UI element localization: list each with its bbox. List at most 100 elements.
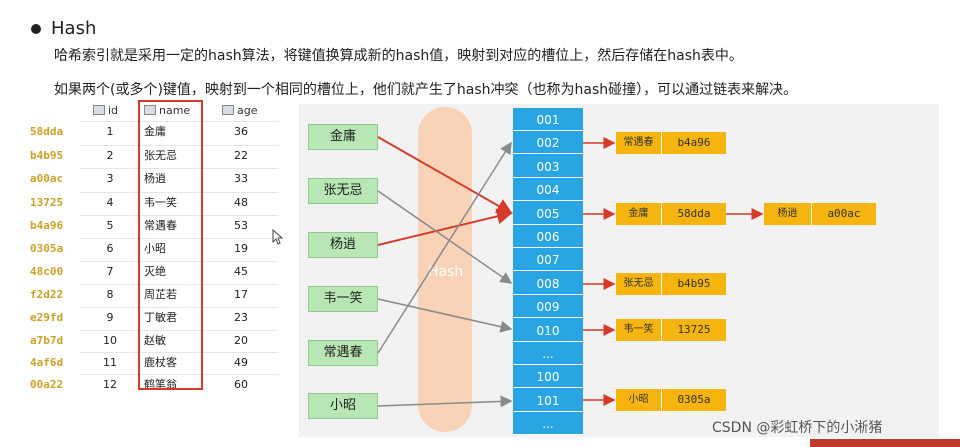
section-heading: Hash bbox=[51, 18, 97, 39]
paragraph-1: 哈希索引就是采用一定的hash算法，将键值换算成新的hash值，映射到对应的槽位… bbox=[54, 48, 743, 64]
table-row-divider bbox=[80, 168, 278, 169]
key-column-icon bbox=[93, 105, 105, 115]
name-cell: 杨逍 bbox=[144, 172, 166, 185]
name-cell: 韦一笑 bbox=[144, 196, 177, 209]
age-cell: 60 bbox=[234, 378, 248, 391]
age-cell: 53 bbox=[234, 219, 248, 232]
age-cell: 48 bbox=[234, 196, 248, 209]
hash-slot: 009 bbox=[513, 296, 583, 319]
hash-code: b4a96 bbox=[30, 219, 64, 232]
id-cell: 10 bbox=[103, 334, 117, 347]
age-cell: 45 bbox=[234, 265, 248, 278]
arrow-changyuchun-to-002 bbox=[377, 141, 512, 354]
hash-code: 00a22 bbox=[30, 378, 64, 391]
name-cell: 周芷若 bbox=[144, 288, 177, 301]
column-header-name[interactable]: name bbox=[144, 100, 190, 122]
id-cell: 1 bbox=[106, 125, 114, 138]
name-cell: 常遇春 bbox=[144, 219, 177, 232]
name-cell: 赵敏 bbox=[144, 334, 166, 347]
bucket-entry: 韦一笑 13725 bbox=[616, 319, 726, 341]
table-row-divider bbox=[80, 307, 278, 308]
key-box: 常遇春 bbox=[308, 340, 378, 366]
name-cell: 鹤笔翁 bbox=[144, 378, 177, 391]
column-icon bbox=[222, 105, 234, 115]
hash-slot: 001 bbox=[513, 109, 583, 131]
hash-slot: 002 bbox=[513, 132, 583, 155]
id-cell: 4 bbox=[106, 196, 114, 209]
age-cell: 49 bbox=[234, 356, 248, 369]
hash-code: 0305a bbox=[30, 242, 64, 255]
table-row-divider bbox=[80, 215, 278, 216]
hash-diagram-panel bbox=[299, 104, 939, 437]
id-cell: 3 bbox=[106, 172, 114, 185]
bullet-dot bbox=[31, 24, 41, 34]
corner-banner bbox=[810, 439, 960, 447]
name-cell: 灭绝 bbox=[144, 265, 166, 278]
hash-slot: 003 bbox=[513, 155, 583, 178]
table-row-divider bbox=[80, 192, 278, 193]
hash-code: 13725 bbox=[30, 196, 64, 209]
name-cell: 丁敏君 bbox=[144, 311, 177, 324]
arrow-jinyong-to-005 bbox=[377, 136, 513, 214]
hash-function-band bbox=[418, 107, 472, 432]
age-cell: 19 bbox=[234, 242, 248, 255]
bucket-entry-chained: 杨逍 a00ac bbox=[764, 203, 876, 225]
hash-code: e29fd bbox=[30, 311, 64, 324]
arrow-zhangwuji-to-008 bbox=[377, 190, 513, 284]
hash-function-label: Hash bbox=[428, 264, 464, 280]
key-box: 张无忌 bbox=[308, 178, 378, 204]
age-cell: 20 bbox=[234, 334, 248, 347]
age-cell: 36 bbox=[234, 125, 248, 138]
table-row-divider bbox=[80, 330, 278, 331]
bucket-entry: 常遇春 b4a96 bbox=[616, 132, 726, 154]
table-row-divider bbox=[80, 261, 278, 262]
key-box: 小昭 bbox=[308, 393, 378, 419]
name-cell: 小昭 bbox=[144, 242, 166, 255]
hash-slot: 007 bbox=[513, 249, 583, 272]
table-row-divider bbox=[80, 121, 278, 122]
hash-code: a7b7d bbox=[30, 334, 64, 347]
hash-slot: 008 bbox=[513, 272, 583, 295]
column-header-age[interactable]: age bbox=[222, 100, 258, 122]
id-cell: 12 bbox=[103, 378, 117, 391]
hash-slot: 101 bbox=[513, 389, 583, 412]
table-row-divider bbox=[80, 238, 278, 239]
name-cell: 张无忌 bbox=[144, 149, 177, 162]
id-cell: 9 bbox=[106, 311, 114, 324]
name-cell: 鹿杖客 bbox=[144, 356, 177, 369]
age-cell: 33 bbox=[234, 172, 248, 185]
table-row-divider bbox=[80, 284, 278, 285]
table-row-divider bbox=[80, 352, 278, 353]
table-row-divider bbox=[80, 145, 278, 146]
id-cell: 7 bbox=[106, 265, 114, 278]
arrow-yangxiao-to-005 bbox=[377, 208, 513, 246]
age-cell: 23 bbox=[234, 311, 248, 324]
key-box: 金庸 bbox=[308, 124, 378, 150]
bucket-entry: 小昭 0305a bbox=[616, 389, 726, 411]
table-row-divider bbox=[80, 374, 278, 375]
hash-code: b4b95 bbox=[30, 149, 64, 162]
name-cell: 金庸 bbox=[144, 125, 166, 138]
name-column-highlight bbox=[138, 100, 203, 390]
arrow-xiaozhao-to-101 bbox=[377, 395, 513, 408]
id-cell: 2 bbox=[106, 149, 114, 162]
hash-code: 48c00 bbox=[30, 265, 64, 278]
hash-slot: 006 bbox=[513, 226, 583, 248]
hash-code: a00ac bbox=[30, 172, 64, 185]
id-cell: 6 bbox=[106, 242, 114, 255]
hash-code: f2d22 bbox=[30, 288, 64, 301]
key-box: 韦一笑 bbox=[308, 286, 378, 312]
hash-code: 4af6d bbox=[30, 356, 64, 369]
bucket-entry: 张无忌 b4b95 bbox=[616, 273, 726, 295]
mouse-cursor-icon bbox=[272, 229, 284, 245]
paragraph-2: 如果两个(或多个)键值，映射到一个相同的槽位上，他们就产生了hash冲突（也称为… bbox=[54, 82, 798, 98]
hash-slot: 010 bbox=[513, 319, 583, 342]
age-cell: 17 bbox=[234, 288, 248, 301]
hash-slot: ... bbox=[513, 413, 583, 436]
id-cell: 5 bbox=[106, 219, 114, 232]
column-icon bbox=[144, 105, 156, 115]
watermark: CSDN @彩虹桥下的小淅猪 bbox=[712, 420, 883, 436]
column-header-id[interactable]: id bbox=[93, 100, 118, 122]
hash-slot: 100 bbox=[513, 366, 583, 389]
